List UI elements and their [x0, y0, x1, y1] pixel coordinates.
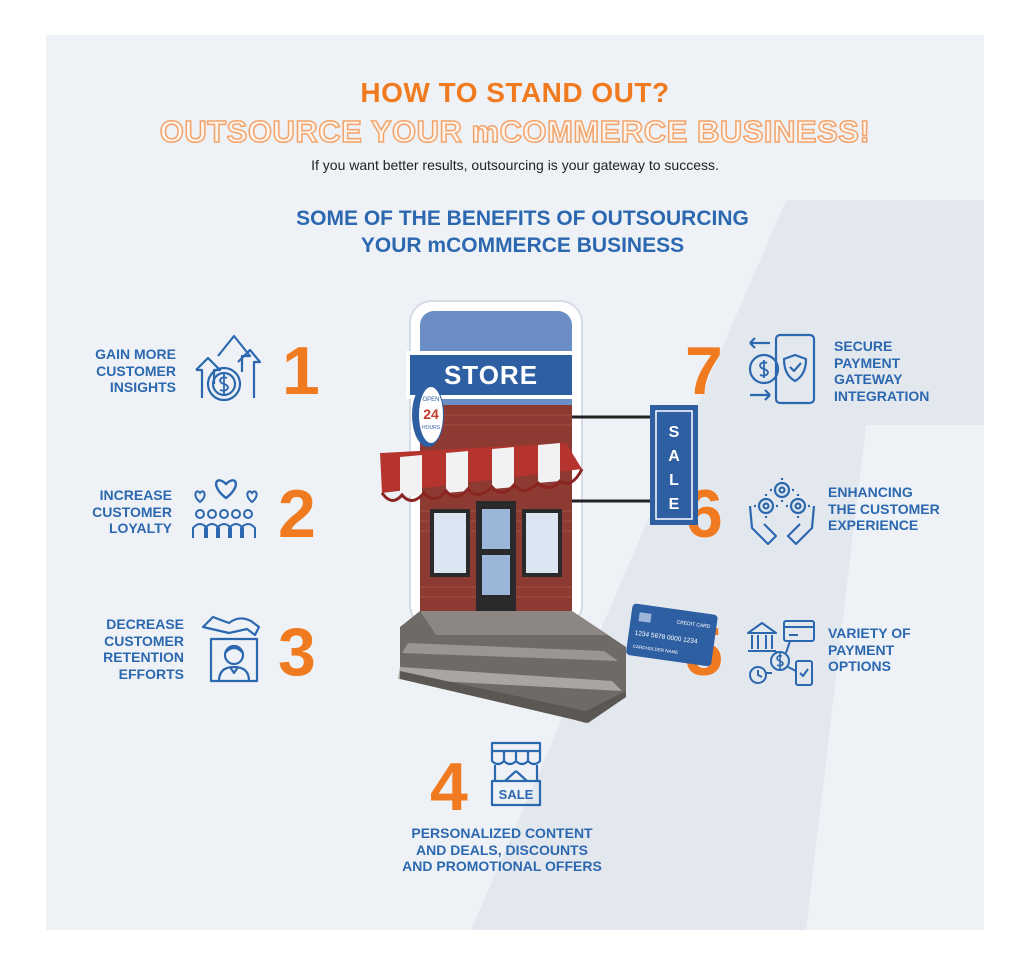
- sale-sign-letter: A: [668, 448, 680, 465]
- open-sign-bottom: HOURS: [422, 425, 441, 431]
- benefit-1-label: GAIN MORE CUSTOMER INSIGHTS: [66, 346, 176, 396]
- gear-hands-icon: [748, 478, 816, 546]
- benefit-4-label: PERSONALIZED CONTENT AND DEALS, DISCOUNT…: [362, 825, 642, 875]
- benefit-line: EFFORTS: [118, 665, 184, 682]
- benefit-line: GATEWAY: [834, 371, 903, 387]
- benefit-line: EXPERIENCE: [828, 517, 919, 533]
- benefit-line: INCREASE: [99, 487, 172, 503]
- benefit-line: CUSTOMER: [104, 632, 184, 649]
- benefit-line: INTEGRATION: [834, 387, 930, 404]
- benefit-6-label: ENHANCING THE CUSTOMER EXPERIENCE: [828, 484, 974, 534]
- background-stripe: [471, 200, 984, 930]
- section-title-line: SOME OF THE BENEFITS OF OUTSOURCING: [296, 207, 749, 230]
- open-sign-number: 24: [423, 406, 439, 422]
- benefit-line: VARIETY OF: [828, 625, 911, 641]
- sale-icon-text: SALE: [499, 787, 534, 802]
- benefit-4-number: 4: [430, 749, 468, 825]
- benefit-line: AND PROMOTIONAL OFFERS: [402, 858, 602, 874]
- benefit-7-number: 7: [685, 333, 723, 409]
- open-sign-top: OPEN: [422, 397, 439, 403]
- loyal-crowd-icon: [192, 479, 258, 538]
- benefit-line: RETENTION: [103, 649, 184, 665]
- benefit-1-number: 1: [282, 333, 320, 409]
- growth-coin-icon: [195, 334, 262, 402]
- benefit-line: SECURE: [834, 338, 893, 354]
- benefit-line: CUSTOMER: [92, 503, 172, 520]
- benefit-2-label: INCREASE CUSTOMER LOYALTY: [66, 487, 172, 537]
- secure-phone-payment-icon: [748, 333, 816, 405]
- benefit-line: ENHANCING: [828, 484, 913, 500]
- phone-storefront-illustration: STORE OPEN 24 HOURS S A: [380, 300, 718, 723]
- sale-sign-letter: L: [669, 472, 679, 489]
- sale-sign-letter: E: [669, 496, 680, 513]
- benefit-line: CUSTOMER: [96, 362, 176, 379]
- subtitle: If you want better results, outsourcing …: [311, 157, 719, 173]
- benefit-5-label: VARIETY OF PAYMENT OPTIONS: [828, 625, 968, 675]
- section-title-line: YOUR mCOMMERCE BUSINESS: [360, 234, 685, 257]
- benefit-line: THE CUSTOMER: [828, 500, 940, 517]
- section-title: SOME OF THE BENEFITS OF OUTSOURCING YOUR…: [46, 205, 984, 259]
- benefit-line: LOYALTY: [108, 520, 172, 536]
- benefit-3-label: DECREASE CUSTOMER RETENTION EFFORTS: [66, 616, 184, 682]
- card-label: CREDIT CARD: [676, 619, 711, 630]
- benefit-line: INSIGHTS: [109, 379, 176, 395]
- sale-sign-letter: S: [669, 424, 680, 441]
- store-sign-text: STORE: [444, 360, 538, 390]
- infographic-panel: HOW TO STAND OUT? OUTSOURCE YOUR mCOMMER…: [46, 35, 984, 930]
- sale-shop-icon: SALE: [490, 741, 542, 807]
- benefit-2-number: 2: [278, 476, 316, 552]
- outlined-headline: OUTSOURCE YOUR mCOMMERCE BUSINESS!: [159, 113, 871, 150]
- benefit-line: AND DEALS, DISCOUNTS: [416, 841, 588, 858]
- benefit-line: OPTIONS: [828, 658, 892, 674]
- benefit-line: GAIN MORE: [95, 346, 176, 362]
- benefit-line: PERSONALIZED CONTENT: [411, 825, 593, 841]
- page-title: HOW TO STAND OUT?: [360, 77, 670, 108]
- benefit-line: PAYMENT: [828, 641, 895, 658]
- benefit-3-number: 3: [278, 614, 316, 690]
- card-holder: CARDHOLDER NAME: [633, 644, 679, 655]
- payment-options-icon: [747, 620, 815, 686]
- benefit-line: PAYMENT: [834, 354, 901, 371]
- benefit-7-label: SECURE PAYMENT GATEWAY INTEGRATION: [834, 338, 974, 404]
- benefit-line: DECREASE: [106, 616, 184, 632]
- protected-customer-icon: [201, 615, 261, 683]
